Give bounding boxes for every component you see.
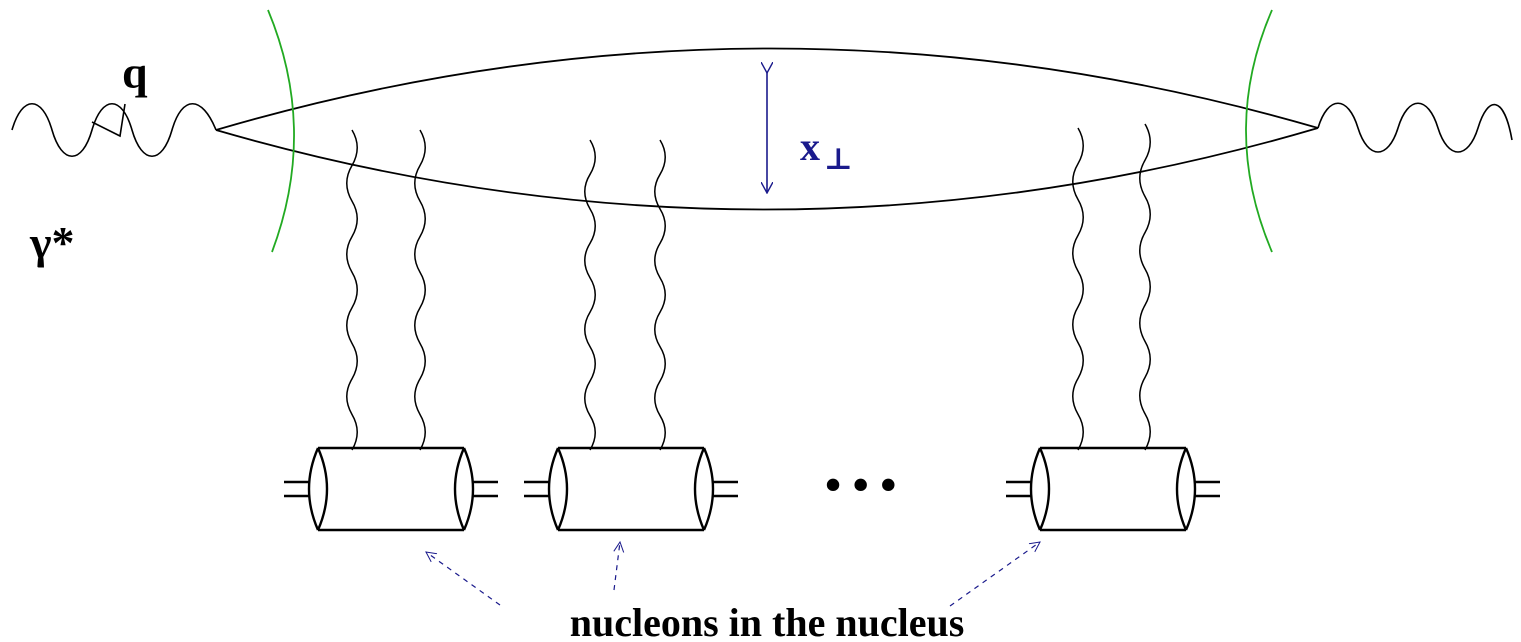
nucleon-icon (524, 446, 738, 532)
pointer-arrow-2 (614, 542, 620, 591)
nucleons (284, 446, 1220, 532)
pointer-arrow-1 (426, 552, 501, 606)
gluon-line (654, 139, 666, 451)
outgoing-photon-line (1317, 102, 1513, 153)
antiquark-line (215, 127, 1319, 211)
caption: nucleons in the nucleus (570, 600, 965, 642)
gluon-line (414, 129, 426, 451)
gluon-line (1139, 123, 1151, 451)
right-cut-line (1245, 9, 1273, 253)
nucleon-icon (1006, 446, 1220, 532)
nucleon-icon (284, 446, 498, 532)
momentum-arrow (91, 103, 126, 138)
left-cut-line (267, 9, 295, 253)
quark-line (215, 47, 1319, 131)
gluon-line (1072, 127, 1084, 451)
pointer-arrows (426, 542, 1040, 607)
transverse-size-label: x⊥ (800, 124, 853, 176)
pointer-arrow-3 (949, 542, 1040, 607)
gluon-line (346, 129, 358, 451)
photon-label: γ* (29, 217, 75, 268)
momentum-label: q (122, 47, 148, 98)
incoming-photon-line (11, 102, 217, 158)
ellipsis-dots: • • • (825, 459, 896, 510)
gluon-line (584, 139, 596, 451)
exchanged-gluons (346, 123, 1151, 451)
